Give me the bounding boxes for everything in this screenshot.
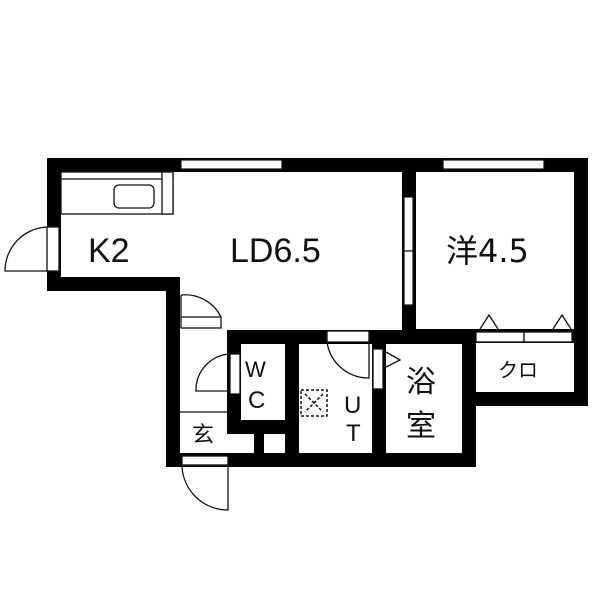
room-label-utility-1: U (344, 392, 361, 419)
closet-doors (475, 313, 573, 343)
room-label-entrance: 玄 (192, 423, 214, 448)
room-label-living-dining: LD6.5 (230, 232, 321, 270)
room-label-kitchen: K2 (88, 232, 130, 270)
kitchen-door (4, 226, 60, 272)
room-label-western-room: 洋4.5 (446, 232, 529, 270)
room-label-bathroom-2: 室 (406, 409, 436, 444)
windows (180, 159, 545, 306)
hall-door (180, 294, 222, 329)
room-label-toilet-1: W (245, 357, 266, 382)
room-label-toilet-2: C (248, 387, 265, 414)
walls (47, 158, 588, 467)
kitchen-counter (60, 171, 174, 215)
entrance-door (181, 455, 229, 511)
bath-door (372, 348, 402, 390)
room-label-closet: クロ (498, 358, 538, 382)
room-label-bathroom-1: 浴 (406, 365, 436, 400)
washer-pan-icon (300, 389, 328, 417)
wc-door (195, 353, 241, 395)
room-label-utility-2: T (346, 420, 361, 447)
ut-door (326, 330, 370, 379)
